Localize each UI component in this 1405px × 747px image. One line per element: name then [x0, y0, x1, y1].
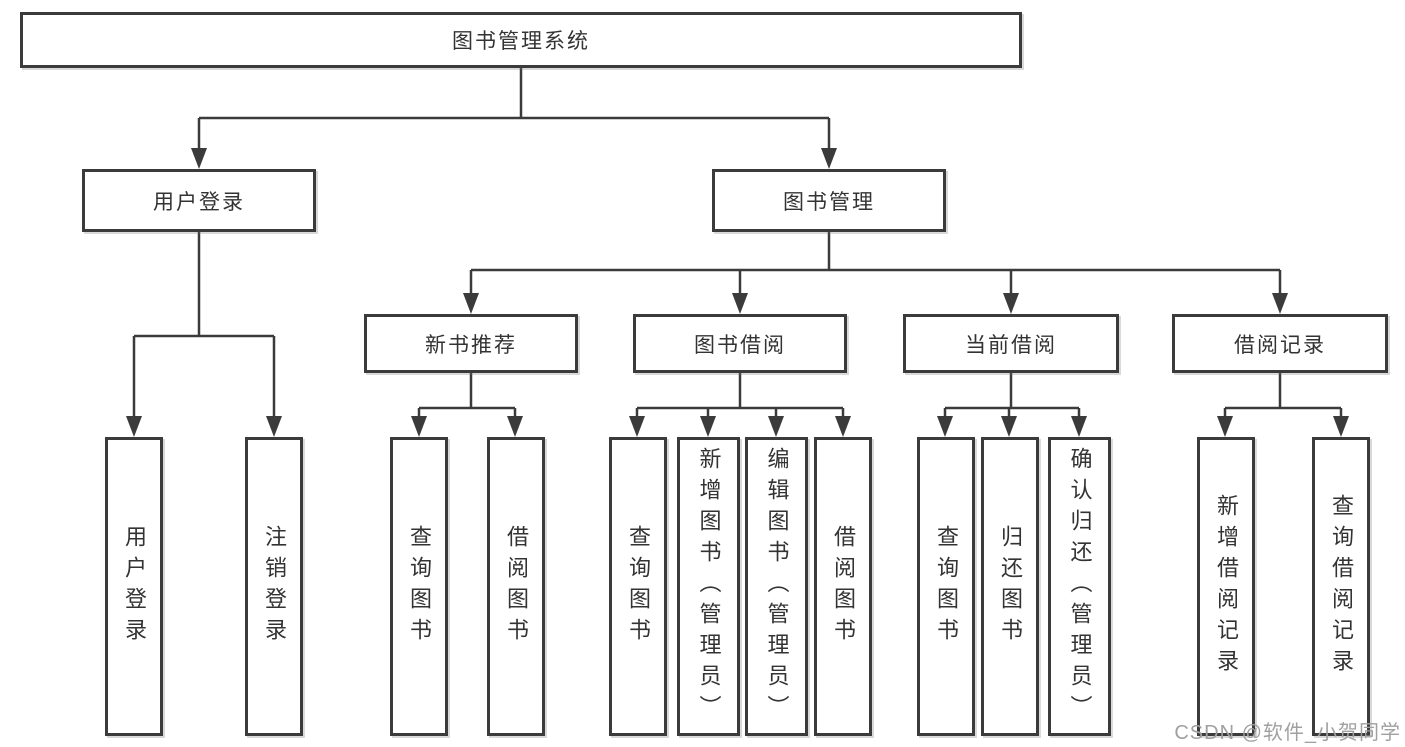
node-label: 借阅图书	[831, 524, 856, 649]
node-label: 用户登录	[122, 524, 147, 649]
leaf-return-book: 归还图书	[981, 437, 1039, 736]
leaf-query-books-recommend: 查询图书	[390, 437, 448, 736]
leaf-edit-book-admin: 编辑图书（管理员）	[745, 437, 808, 736]
node-current-borrow: 当前借阅	[903, 314, 1119, 373]
leaf-confirm-return-admin: 确认归还（管理员）	[1048, 437, 1111, 736]
node-label: 用户登录	[153, 190, 245, 214]
node-label: 借阅记录	[1234, 333, 1326, 357]
node-label: 图书借阅	[694, 333, 786, 357]
node-label: 查询图书	[407, 524, 432, 649]
leaf-logout: 注销登录	[245, 437, 303, 736]
leaf-add-borrow-record: 新增借阅记录	[1197, 437, 1255, 736]
leaf-user-login: 用户登录	[105, 437, 163, 736]
node-new-book-recommend: 新书推荐	[364, 314, 578, 373]
node-borrow-records: 借阅记录	[1172, 314, 1388, 373]
node-user-login: 用户登录	[82, 169, 316, 232]
node-label: 查询图书	[934, 524, 959, 649]
node-label: 图书管理系统	[452, 30, 590, 53]
leaf-borrow-books: 借阅图书	[814, 437, 872, 736]
node-book-management: 图书管理	[712, 169, 946, 232]
node-label: 编辑图书（管理员）	[764, 447, 790, 726]
node-label: 新增借阅记录	[1214, 493, 1239, 680]
node-label: 查询借阅记录	[1329, 493, 1354, 680]
node-label: 查询图书	[626, 524, 651, 649]
node-label: 当前借阅	[965, 333, 1057, 357]
leaf-query-books-current: 查询图书	[917, 437, 975, 736]
leaf-add-book-admin: 新增图书（管理员）	[677, 437, 740, 736]
node-label: 新增图书（管理员）	[696, 447, 722, 726]
node-root: 图书管理系统	[20, 12, 1022, 68]
arrowheads	[126, 148, 1349, 437]
leaf-borrow-books-recommend: 借阅图书	[487, 437, 545, 736]
node-label: 注销登录	[262, 524, 287, 649]
node-label: 图书管理	[783, 190, 875, 214]
node-label: 归还图书	[998, 524, 1023, 649]
node-label: 新书推荐	[425, 333, 517, 357]
node-label: 确认归还（管理员）	[1067, 447, 1093, 726]
node-label: 借阅图书	[504, 524, 529, 649]
leaf-query-books-borrow: 查询图书	[609, 437, 667, 736]
leaf-query-borrow-record: 查询借阅记录	[1312, 437, 1370, 736]
node-book-borrow: 图书借阅	[633, 314, 847, 373]
